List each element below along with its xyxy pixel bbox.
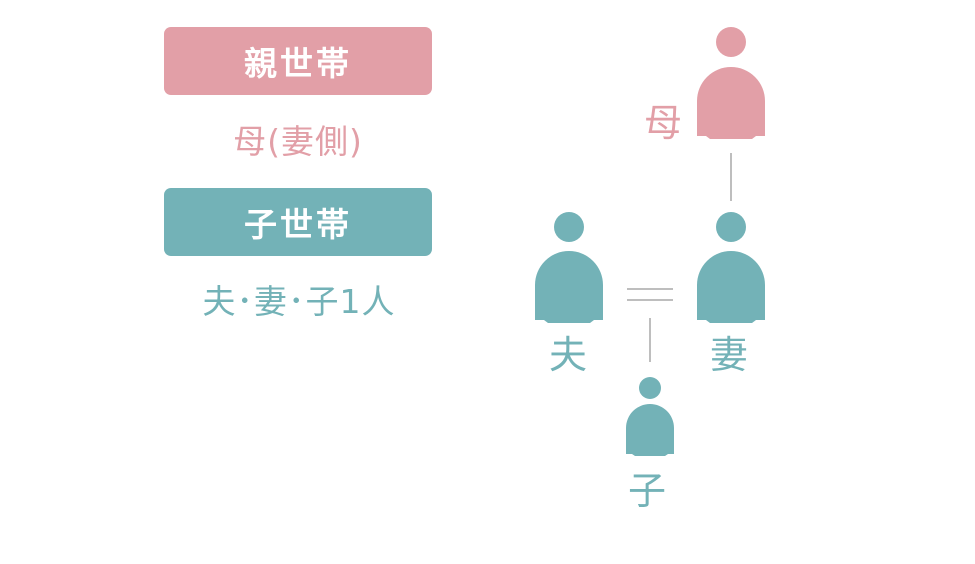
parent-household-badge: 親世帯 <box>164 27 432 95</box>
child-figure-icon <box>626 377 674 456</box>
child-label: 子 <box>628 469 667 513</box>
wife-label: 妻 <box>710 333 749 377</box>
mother-label: 母 <box>644 101 683 145</box>
marriage-connector <box>627 288 673 301</box>
wife-figure-icon <box>697 212 765 323</box>
mother-figure-icon <box>697 27 765 139</box>
husband-figure-icon <box>535 212 603 323</box>
child-household-badge: 子世帯 <box>164 188 432 256</box>
parent-household-members: 母(妻側) <box>233 122 363 161</box>
child-household-members: 夫･妻･子1人 <box>202 282 396 321</box>
husband-label: 夫 <box>549 333 588 377</box>
